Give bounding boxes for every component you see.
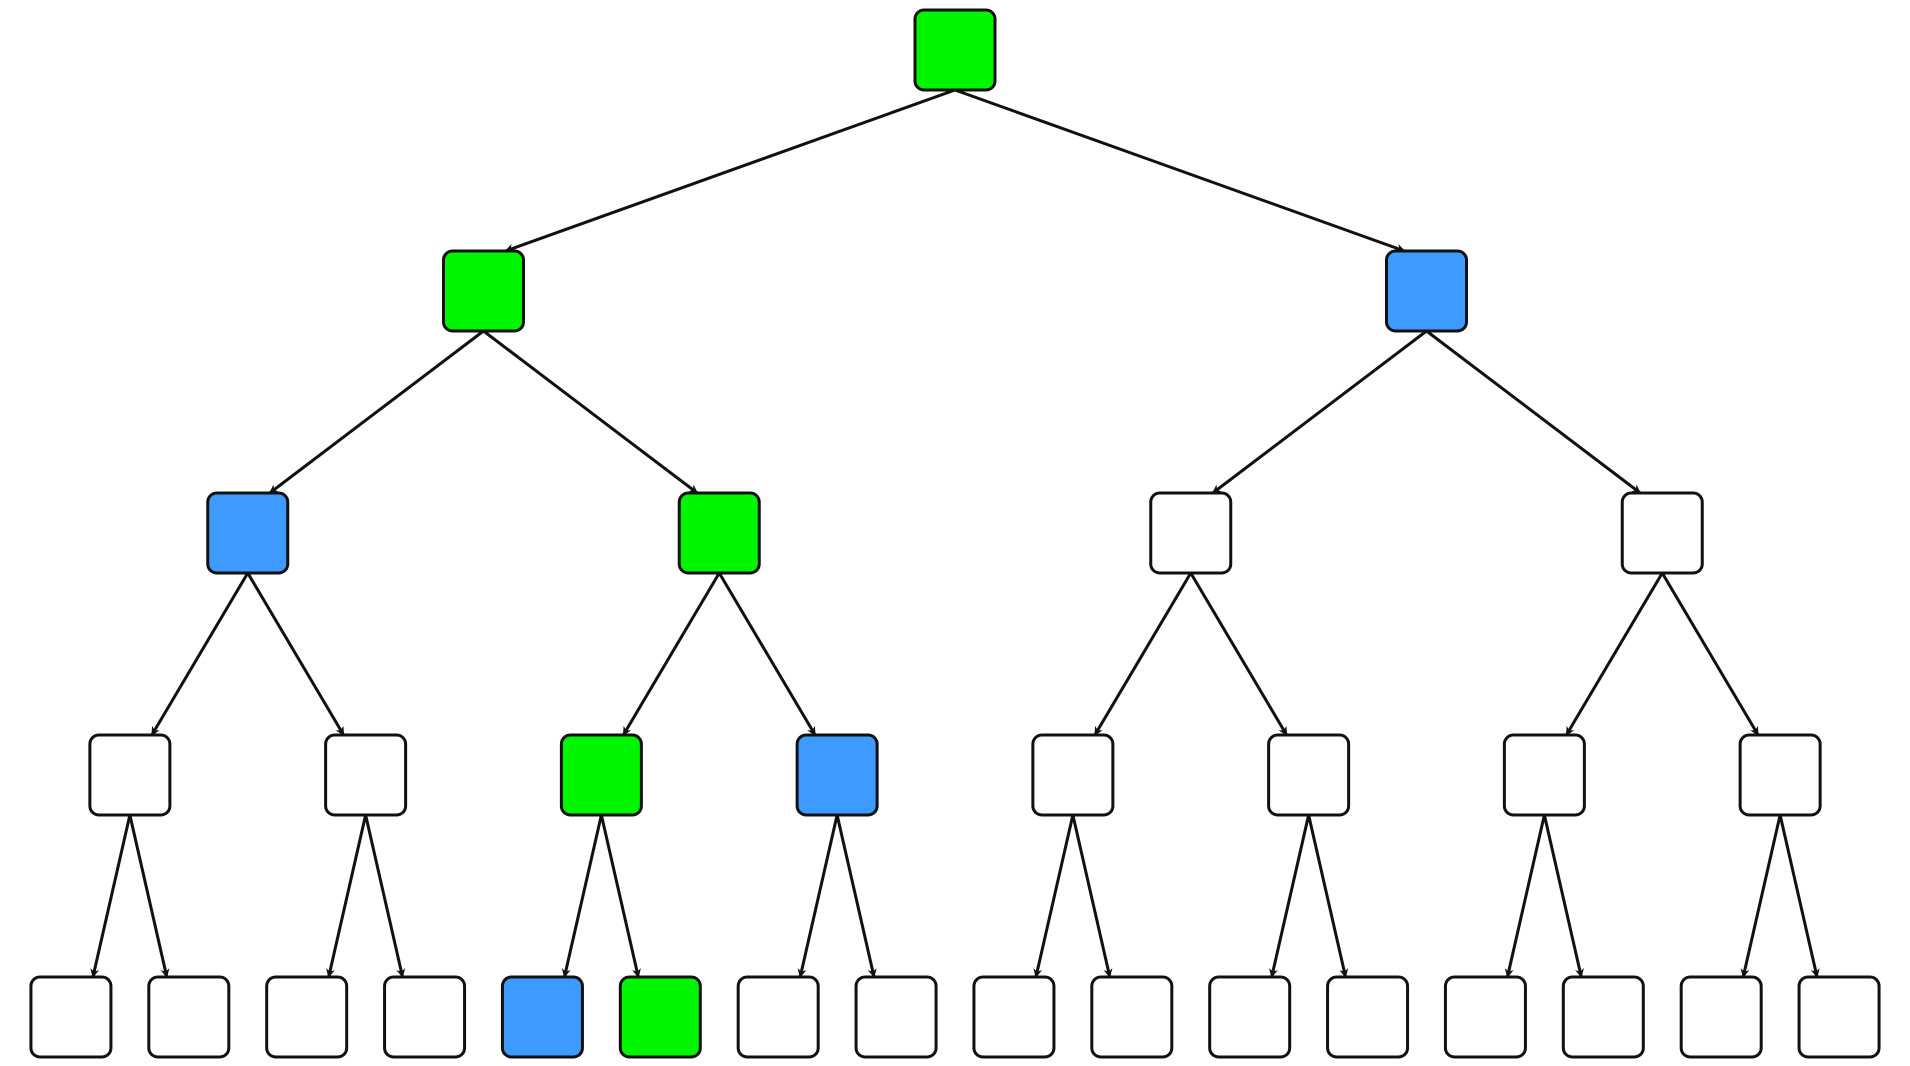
tree-node-blue	[500, 975, 584, 1059]
tree-node-empty	[972, 975, 1056, 1059]
edge-arrow	[1660, 572, 1760, 736]
tree-node-green	[442, 249, 525, 333]
tree-node-empty	[383, 975, 467, 1059]
tree-node-green	[677, 491, 761, 575]
tree-node-empty	[324, 733, 408, 817]
edge-arrow	[364, 814, 406, 978]
tree-node-blue	[795, 733, 879, 817]
edge-arrow	[504, 88, 956, 253]
tree-node-empty	[1267, 733, 1351, 817]
tree-node-empty	[1679, 975, 1763, 1059]
tree-node-empty	[854, 975, 938, 1059]
edge-arrow	[150, 572, 250, 736]
tree-node-empty	[1090, 975, 1174, 1059]
tree-node-empty	[1208, 975, 1292, 1059]
edge-arrow	[599, 814, 641, 978]
edge-arrow	[1778, 814, 1820, 978]
tree-node-empty	[1620, 491, 1704, 575]
tree-node-empty	[265, 975, 349, 1059]
tree-node-empty	[1561, 975, 1645, 1059]
tree-node-empty	[1738, 733, 1822, 817]
edge-arrow	[561, 814, 603, 978]
edge-arrow	[128, 814, 170, 978]
edge-arrow	[246, 572, 345, 736]
edge-arrow	[482, 329, 699, 495]
edge-arrow	[835, 814, 877, 978]
edge-arrow	[90, 814, 132, 978]
tree-node-blue	[1385, 249, 1468, 333]
edge-arrow	[1033, 814, 1075, 978]
edge-arrow	[1211, 329, 1428, 495]
tree-node-empty	[1031, 733, 1115, 817]
tree-node-green	[559, 733, 643, 817]
edge-arrow	[1093, 572, 1193, 736]
edge-arrow	[797, 814, 839, 978]
edge-arrow	[954, 88, 1406, 253]
edge-arrow	[1189, 572, 1288, 736]
nodes-layer	[29, 8, 1881, 1059]
tree-node-green	[618, 975, 702, 1059]
edge-arrow	[268, 329, 485, 495]
tree-node-empty	[147, 975, 231, 1059]
edge-arrow	[1740, 814, 1782, 978]
tree-node-empty	[29, 975, 113, 1059]
tree-node-empty	[736, 975, 820, 1059]
edge-arrow	[1565, 572, 1664, 736]
tree-node-empty	[1326, 975, 1410, 1059]
tree-node-blue	[206, 491, 290, 575]
edge-arrow	[1071, 814, 1113, 978]
edges-layer	[90, 88, 1820, 978]
tree-node-empty	[88, 733, 172, 817]
tree-node-empty	[1149, 491, 1233, 575]
edge-arrow	[326, 814, 368, 978]
edge-arrow	[1307, 814, 1349, 978]
edge-arrow	[717, 572, 817, 736]
edge-arrow	[1504, 814, 1546, 978]
tree-node-empty	[1443, 975, 1527, 1059]
edge-arrow	[622, 572, 721, 736]
edge-arrow	[1542, 814, 1584, 978]
tree-node-green	[913, 8, 997, 92]
tree-node-empty	[1797, 975, 1881, 1059]
tree-node-empty	[1502, 733, 1586, 817]
edge-arrow	[1269, 814, 1311, 978]
edge-arrow	[1425, 329, 1642, 495]
